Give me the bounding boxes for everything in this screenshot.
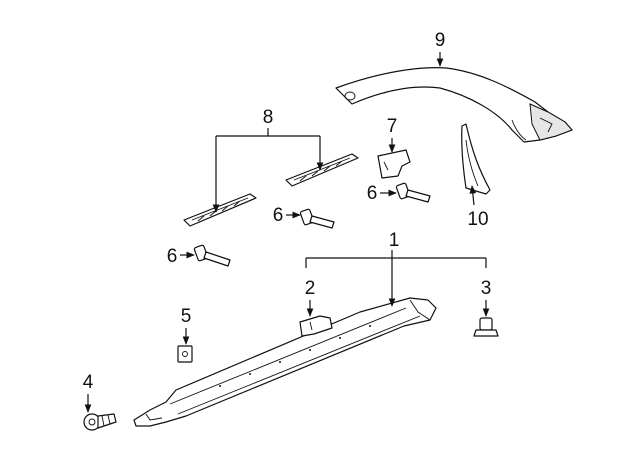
callout-1: 1 [389,230,400,251]
part-1-rocker-molding [133,297,437,427]
callout-6-middle: 6 [273,205,284,226]
part-3-bolt [473,317,499,337]
part-6-push-pin-a [395,182,431,203]
callout-6-upper: 6 [367,183,378,204]
callout-6-lower: 6 [167,246,178,267]
callout-4: 4 [83,372,94,393]
callout-8: 8 [263,107,274,128]
part-5-nut-clip [177,345,193,363]
part-7-bracket-clip [377,149,411,179]
part-4-screw [83,413,117,431]
part-8-trim-strip-lower [183,193,257,227]
callout-7: 7 [387,116,398,137]
part-10-triangle-trim [461,123,491,195]
part-8-trim-strip-upper [285,153,359,187]
callout-9: 9 [435,30,446,51]
callout-5: 5 [181,306,192,327]
part-9-wheel-arch-molding [335,67,573,143]
leader-10 [469,185,477,206]
part-2-retainer-clip [299,315,333,337]
part-6-push-pin-c [193,244,231,267]
callout-10: 10 [467,209,488,230]
callout-3: 3 [481,278,492,299]
part-6-push-pin-b [299,208,335,229]
callout-2: 2 [305,278,316,299]
